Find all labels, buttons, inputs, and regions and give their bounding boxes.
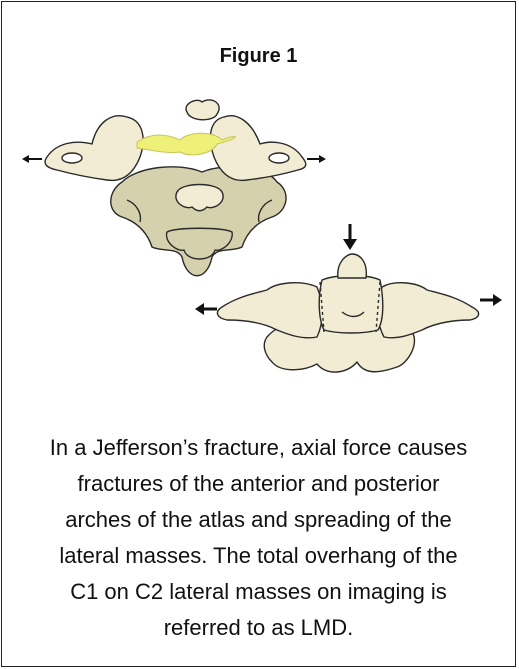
caption-line: In a Jefferson’s fracture, axial force c… xyxy=(2,430,515,466)
upper-vertebrae-drawing xyxy=(45,100,306,276)
lower-right-mass-shape xyxy=(378,283,479,338)
caption-line: lateral masses. The total overhang of th… xyxy=(2,538,515,574)
vertebra-illustration xyxy=(2,82,517,402)
left-lateral-mass-shape xyxy=(45,116,143,181)
axial-force-arrow-head xyxy=(343,239,357,250)
lower-right-arrow-head xyxy=(493,294,502,306)
upper-left-arrow-head xyxy=(22,155,29,163)
lower-dens-block-shape xyxy=(319,276,383,334)
lower-vertebra-drawing xyxy=(217,254,478,372)
caption-line: referred to as LMD. xyxy=(2,610,515,646)
lower-left-arrow-head xyxy=(195,303,204,315)
caption-line: arches of the atlas and spreading of the xyxy=(2,502,515,538)
lower-left-mass-shape xyxy=(217,283,322,338)
upper-right-arrow-head xyxy=(319,155,326,163)
c2-tail-shape xyxy=(167,228,233,259)
left-foramen-shape xyxy=(62,153,82,163)
right-lateral-mass-shape xyxy=(210,116,305,181)
dens-top-shape xyxy=(186,100,219,120)
figure-title: Figure 1 xyxy=(2,45,515,68)
caption-line: fractures of the anterior and posterior xyxy=(2,466,515,502)
spinous-process-shape xyxy=(176,185,223,211)
figure-caption: In a Jefferson’s fracture, axial force c… xyxy=(2,430,515,646)
lower-dens-tip-shape xyxy=(338,254,367,278)
caption-line: C1 on C2 lateral masses on imaging is xyxy=(2,574,515,610)
right-foramen-shape xyxy=(269,153,289,163)
